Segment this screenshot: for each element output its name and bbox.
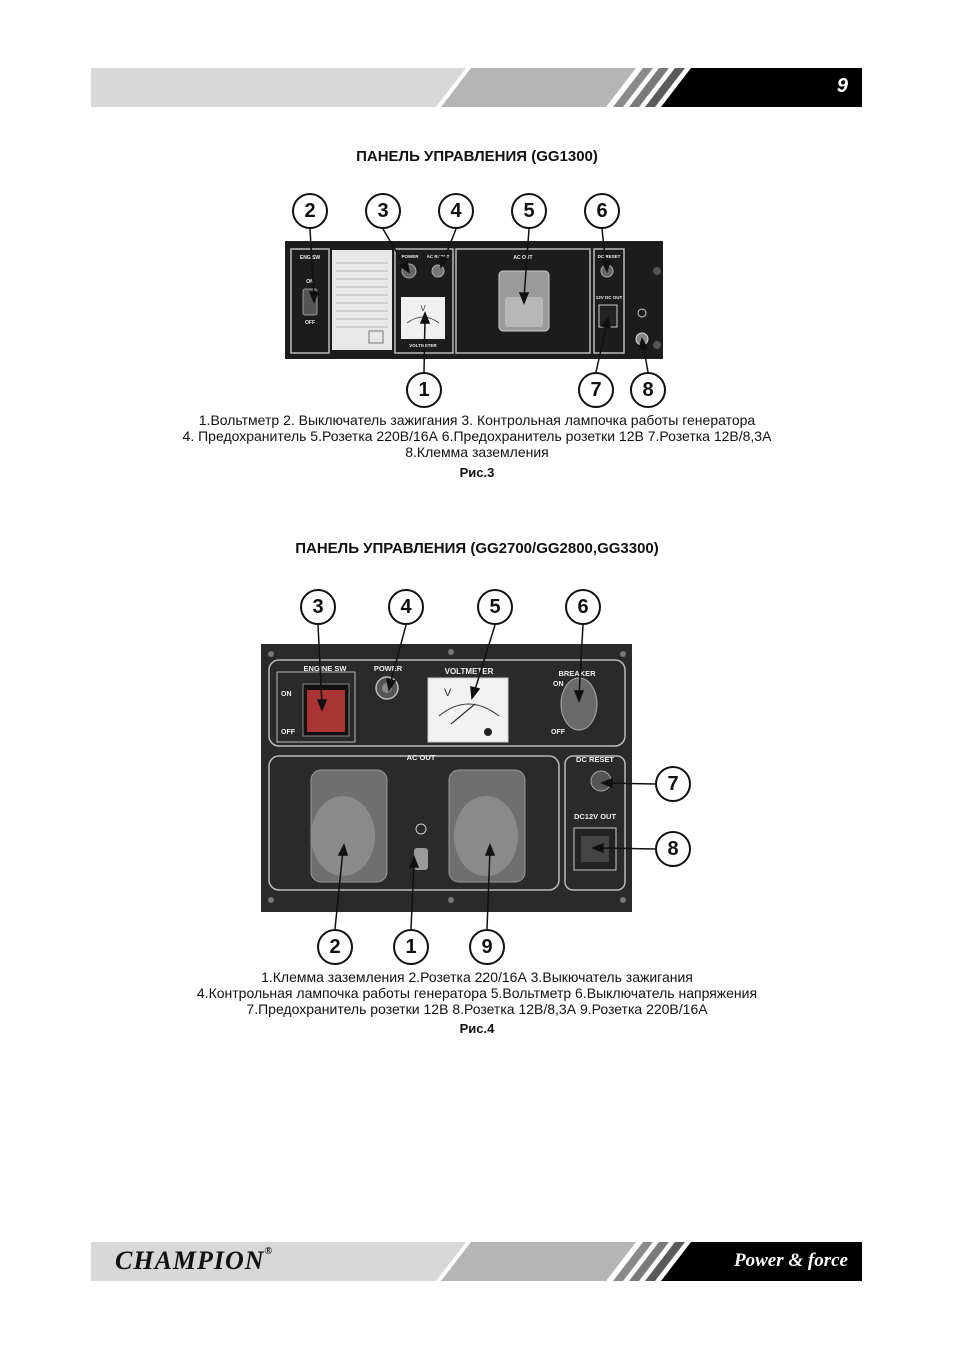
callout-9: 9 <box>469 929 505 965</box>
slogan: Power & force <box>734 1250 848 1271</box>
callout-7: 7 <box>578 372 614 408</box>
engine-sw-label: ENG SW <box>300 255 321 261</box>
ac-reset-label: AC RESET <box>427 254 450 259</box>
callout-3: 3 <box>365 193 401 229</box>
on-label: ON <box>281 691 292 698</box>
fig4-caption-line-3: 7.Предохранитель розетки 12В 8.Розетка 1… <box>246 1001 708 1017</box>
callout-4: 4 <box>438 193 474 229</box>
callout-6: 6 <box>565 589 601 625</box>
callout-8: 8 <box>630 372 666 408</box>
header-band: 9 <box>91 68 862 107</box>
fig3-caption: 1.Вольтметр 2. Выключатель зажигания 3. … <box>0 412 954 460</box>
dc-out-label: DC12V OUT <box>574 812 617 821</box>
callout-8: 8 <box>655 831 691 867</box>
section1-title: ПАНЕЛЬ УПРАВЛЕНИЯ (GG1300) <box>356 148 598 165</box>
fig4-caption-line-1: 1.Клемма заземления 2.Розетка 220/16А 3.… <box>261 969 693 985</box>
power-label: POWER <box>401 254 419 259</box>
control-panel-gg2700-photo: ENGINE SW ON OFF POWER VOLTMETER V BREAK… <box>261 644 632 912</box>
on-label: ON <box>306 279 314 285</box>
off-label: OFF <box>281 729 296 736</box>
off-label: OFF <box>305 320 315 326</box>
breaker-on-label: ON <box>553 681 564 688</box>
voltmeter-label: VOLTMETER <box>445 667 494 676</box>
v-label: V <box>444 687 452 699</box>
dc-out-label: 12V DC OUT <box>596 295 623 300</box>
champion-logo: CHAMPION® <box>115 1246 274 1275</box>
ac-out-label: AC OUT <box>513 255 532 261</box>
engine-sw-label: ENGINE SW <box>304 664 348 673</box>
callout-5: 5 <box>477 589 513 625</box>
fig4-caption: 1.Клемма заземления 2.Розетка 220/16А 3.… <box>0 969 954 1017</box>
footer-band: CHAMPION® Power & force <box>91 1242 862 1281</box>
fig4-label: Рис.4 <box>459 1021 495 1036</box>
callout-1: 1 <box>393 929 429 965</box>
v-label: V <box>420 304 426 313</box>
page-number: 9 <box>836 75 848 97</box>
fig3-caption-line-2: 4. Предохранитель 5.Розетка 220В/16А 6.П… <box>182 428 772 444</box>
callout-7: 7 <box>655 766 691 802</box>
callout-5: 5 <box>511 193 547 229</box>
section2-title: ПАНЕЛЬ УПРАВЛЕНИЯ (GG2700/GG2800,GG3300) <box>295 540 659 557</box>
breaker-label: BREAKER <box>558 669 596 678</box>
callout-2: 2 <box>292 193 328 229</box>
callout-3: 3 <box>300 589 336 625</box>
dc-reset-label: DC RESET <box>576 755 614 764</box>
callout-2: 2 <box>317 929 353 965</box>
fig3-caption-line-3: 8.Клемма заземления <box>405 444 549 460</box>
fig4-caption-line-2: 4.Контрольная лампочка работы генератора… <box>196 985 758 1001</box>
callout-4: 4 <box>388 589 424 625</box>
breaker-off-label: OFF <box>551 729 566 736</box>
fig3-caption-line-1: 1.Вольтметр 2. Выключатель зажигания 3. … <box>198 412 756 428</box>
callout-1: 1 <box>406 372 442 408</box>
voltmeter-label: VOLTMETER <box>409 343 437 348</box>
ac-out-label: AC OUT <box>407 753 436 762</box>
control-panel-gg1300-photo: ENG SW ON OFF POWER AC RESET V VOLTMETER… <box>285 241 663 359</box>
fig3-label: Рис.3 <box>459 465 495 480</box>
dc-reset-label: DC RESET <box>598 254 621 259</box>
power-label: POWER <box>374 664 403 673</box>
callout-6: 6 <box>584 193 620 229</box>
